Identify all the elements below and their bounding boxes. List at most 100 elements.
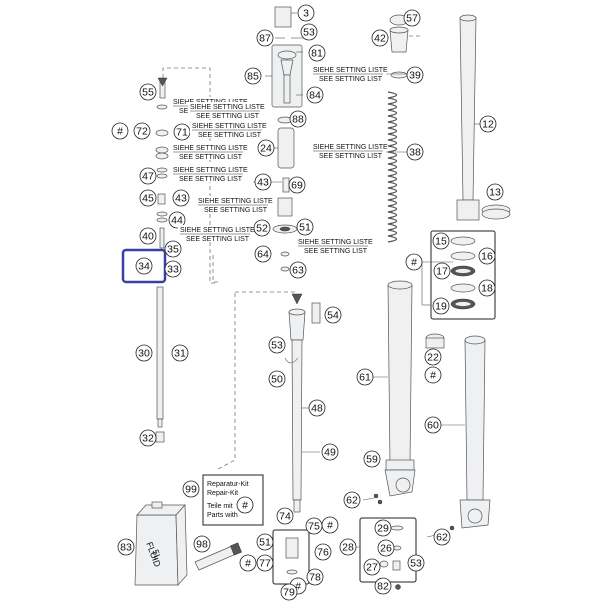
callout-82[interactable]: 82	[374, 577, 392, 595]
callout-78[interactable]: 78	[306, 568, 324, 586]
callout-number: 22	[427, 352, 439, 364]
callout-13[interactable]: 13	[486, 183, 504, 201]
callout-50[interactable]: 50	[268, 370, 286, 388]
callout-62[interactable]: 62	[433, 528, 451, 546]
callout-53[interactable]: 53	[407, 554, 425, 572]
callout-79[interactable]: 79	[280, 583, 298, 601]
repair-kit-line4: Parts with	[207, 512, 238, 519]
callout-28[interactable]: 28	[339, 538, 357, 556]
callout-74[interactable]: 74	[276, 507, 294, 525]
callout-31[interactable]: 31	[171, 344, 189, 362]
callout-88[interactable]: 88	[289, 110, 307, 128]
callout-27[interactable]: 27	[363, 558, 381, 576]
callout-bubble	[432, 297, 450, 315]
callout-bubble	[280, 583, 298, 601]
callout-51[interactable]: 51	[256, 533, 274, 551]
callout-bubble	[424, 348, 442, 366]
callout-64[interactable]: 64	[254, 245, 272, 263]
callout-3[interactable]: 3	[297, 4, 315, 22]
callout-85[interactable]: 85	[244, 67, 262, 85]
callout-19[interactable]: 19	[432, 297, 450, 315]
callout-15[interactable]: 15	[432, 232, 450, 250]
callout-81[interactable]: 81	[308, 44, 326, 62]
callout-77[interactable]: 77	[256, 554, 274, 572]
callout-number: 38	[409, 147, 421, 159]
callout-52[interactable]: 52	[253, 219, 271, 237]
callout-63[interactable]: 63	[289, 261, 307, 279]
callout-40[interactable]: 40	[139, 227, 157, 245]
callout-hash[interactable]: #	[424, 366, 442, 384]
callout-53[interactable]: 53	[300, 23, 318, 41]
callout-12[interactable]: 12	[479, 115, 497, 133]
callout-69[interactable]: 69	[288, 176, 306, 194]
callout-hash[interactable]: #	[111, 122, 129, 140]
setting-list-de: SIEHE SETTING LISTE	[180, 227, 255, 234]
callout-42[interactable]: 42	[371, 29, 389, 47]
callout-45[interactable]: 45	[139, 189, 157, 207]
callout-number: #	[117, 126, 123, 138]
callout-number: 87	[259, 33, 271, 45]
callout-32[interactable]: 32	[139, 429, 157, 447]
callout-72[interactable]: 72	[133, 122, 151, 140]
callout-51[interactable]: 51	[296, 218, 314, 236]
callout-54[interactable]: 54	[324, 306, 342, 324]
callout-87[interactable]: 87	[256, 29, 274, 47]
callout-44[interactable]: 44	[168, 211, 186, 229]
callout-hash[interactable]: #	[239, 554, 257, 572]
callout-22[interactable]: 22	[424, 348, 442, 366]
callout-bubble	[117, 538, 135, 556]
callout-bubble	[164, 240, 182, 258]
callout-59[interactable]: 59	[363, 450, 381, 468]
callout-number: 69	[291, 180, 303, 192]
callout-61[interactable]: 61	[356, 368, 374, 386]
callout-bubble	[289, 110, 307, 128]
callout-55[interactable]: 55	[139, 83, 157, 101]
callout-33[interactable]: 33	[164, 260, 182, 278]
callout-48[interactable]: 48	[308, 399, 326, 417]
callout-bubble	[371, 29, 389, 47]
repair-kit-line2: Repair-Kit	[207, 490, 238, 497]
callout-hash[interactable]: #	[405, 253, 423, 271]
callout-26[interactable]: 26	[377, 539, 395, 557]
callout-number: 17	[436, 266, 448, 278]
setting-list-de: SIEHE SETTING LISTE	[192, 123, 267, 130]
callout-35[interactable]: 35	[164, 240, 182, 258]
part-48-tube	[291, 339, 303, 501]
callout-hash[interactable]: #	[321, 516, 339, 534]
callout-60[interactable]: 60	[424, 416, 442, 434]
callout-49[interactable]: 49	[321, 443, 339, 461]
callout-hash[interactable]: #	[236, 496, 254, 514]
callout-30[interactable]: 30	[135, 344, 153, 362]
callout-83[interactable]: 83	[117, 538, 135, 556]
callout-57[interactable]: 57	[403, 9, 421, 27]
setting-list-en: SEE SETTING LIST	[186, 236, 250, 243]
part-38-spring	[387, 91, 398, 243]
callout-99[interactable]: 99	[182, 480, 200, 498]
callout-bubble	[479, 115, 497, 133]
callout-16[interactable]: 16	[478, 247, 496, 265]
callout-39[interactable]: 39	[406, 66, 424, 84]
callout-number: 13	[489, 187, 501, 199]
callout-98[interactable]: 98	[193, 535, 211, 553]
setting-list-de: SIEHE SETTING LISTE	[198, 198, 273, 205]
callout-43[interactable]: 43	[254, 173, 272, 191]
callout-43[interactable]: 43	[172, 189, 190, 207]
callout-bubble	[406, 66, 424, 84]
callout-24[interactable]: 24	[257, 139, 275, 157]
callout-18[interactable]: 18	[478, 279, 496, 297]
callout-53[interactable]: 53	[268, 336, 286, 354]
highlight-box[interactable]	[121, 248, 167, 284]
repair-kit-box	[202, 474, 264, 526]
callout-bubble	[406, 143, 424, 161]
callout-29[interactable]: 29	[374, 519, 392, 537]
callout-bubble	[424, 416, 442, 434]
callout-38[interactable]: 38	[406, 143, 424, 161]
callout-47[interactable]: 47	[139, 167, 157, 185]
callout-34[interactable]: 34	[135, 257, 153, 275]
callout-bubble	[403, 9, 421, 27]
callout-84[interactable]: 84	[306, 86, 324, 104]
callout-62[interactable]: 62	[343, 491, 361, 509]
callout-76[interactable]: 76	[314, 543, 332, 561]
callout-17[interactable]: 17	[433, 262, 451, 280]
